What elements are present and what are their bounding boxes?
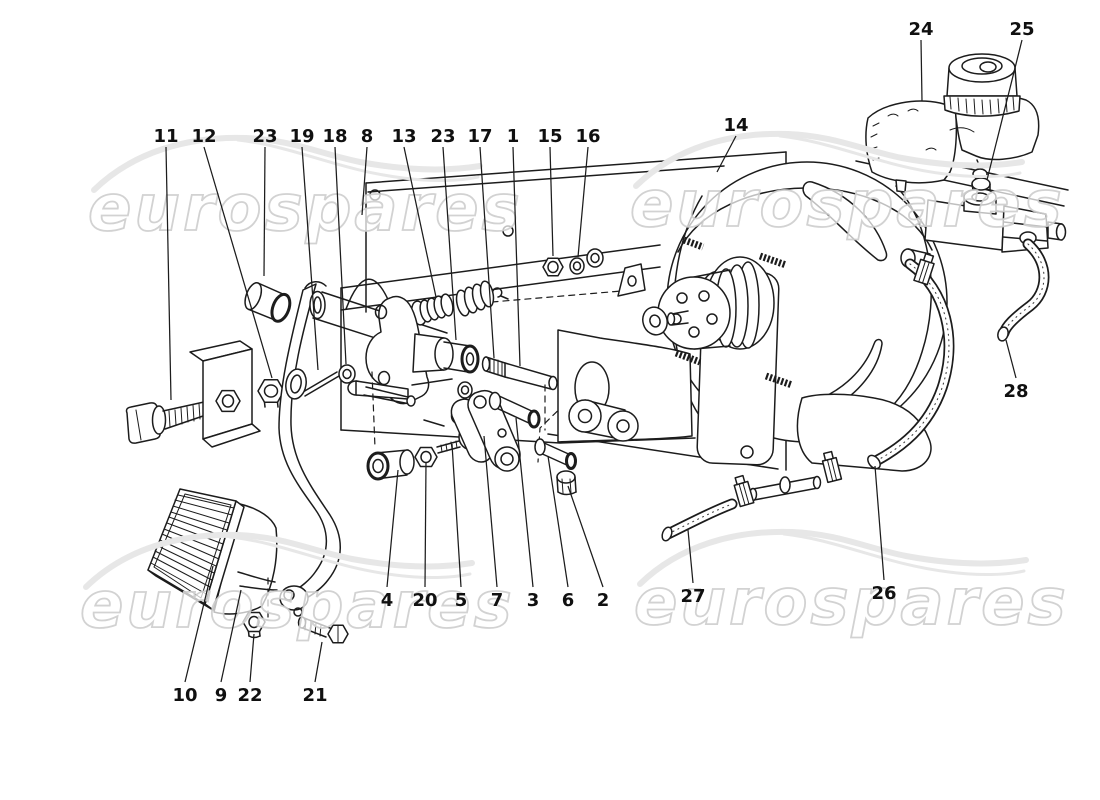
callouts-layer: 11 12 23 19 18 8 13 23 17 1 15 16 14 24 25 28 4 20 5 7 3 6 2 27… bbox=[153, 19, 1034, 706]
watermark-text: eurospares bbox=[630, 168, 1065, 242]
callout-leader-26 bbox=[874, 465, 885, 581]
callout-label-10: 10 bbox=[172, 685, 197, 706]
hose-27-assembly bbox=[661, 475, 822, 542]
callout-label-23: 23 bbox=[430, 126, 455, 147]
return-springs bbox=[403, 280, 509, 326]
booster-studs bbox=[674, 236, 794, 389]
callout-leader-24 bbox=[920, 39, 923, 102]
watermark-text: eurospares bbox=[88, 172, 523, 246]
callout-label-17: 17 bbox=[467, 126, 492, 147]
callout-label-4: 4 bbox=[381, 590, 394, 611]
callout-label-28: 28 bbox=[1003, 381, 1028, 402]
pedal-arm bbox=[278, 281, 341, 617]
linkage bbox=[347, 378, 577, 496]
callout-label-18: 18 bbox=[322, 126, 347, 147]
callout-leader-16 bbox=[577, 146, 589, 258]
callout-leader-22 bbox=[249, 633, 255, 683]
callout-leader-5 bbox=[451, 443, 462, 588]
callout-label-13: 13 bbox=[391, 126, 416, 147]
callout-leader-18 bbox=[334, 146, 347, 365]
callout-label-19: 19 bbox=[289, 126, 314, 147]
callout-label-12: 12 bbox=[191, 126, 216, 147]
callout-label-16: 16 bbox=[575, 126, 600, 147]
hose-clamp bbox=[913, 252, 935, 286]
hose-28 bbox=[997, 231, 1050, 342]
watermark-3: eurospares bbox=[79, 531, 515, 644]
callout-leader-28 bbox=[1005, 339, 1017, 379]
callout-leader-8 bbox=[361, 146, 368, 216]
callout-label-8: 8 bbox=[361, 126, 374, 147]
pushrod bbox=[481, 356, 558, 391]
watermark-text: eurospares bbox=[634, 566, 1069, 640]
callout-leader-1 bbox=[512, 146, 521, 367]
callout-leader-17 bbox=[479, 146, 495, 359]
fluid-reservoir bbox=[865, 53, 1040, 193]
callout-leader-11 bbox=[165, 146, 172, 401]
callout-leader-7 bbox=[483, 435, 498, 588]
callout-leader-25 bbox=[986, 39, 1023, 181]
callout-leader-12 bbox=[203, 146, 273, 379]
callout-leader-15 bbox=[549, 146, 554, 257]
callout-leader-9 bbox=[220, 589, 242, 683]
callout-leader-20 bbox=[424, 461, 427, 588]
callout-leader-27 bbox=[687, 529, 694, 584]
callout-label-14: 14 bbox=[723, 115, 748, 136]
booster-hub bbox=[642, 261, 760, 350]
nut-washer-row bbox=[542, 248, 646, 297]
callout-leader-3 bbox=[515, 417, 534, 588]
hose-26 bbox=[867, 258, 955, 470]
hose-clamp bbox=[821, 450, 843, 484]
watermark-text: eurospares bbox=[80, 569, 515, 643]
callout-label-3: 3 bbox=[527, 590, 540, 611]
callout-label-23: 23 bbox=[252, 126, 277, 147]
callout-label-9: 9 bbox=[215, 685, 228, 706]
callout-leader-2 bbox=[567, 485, 604, 588]
hose-clamp bbox=[733, 474, 755, 508]
watermark-2: eurospares bbox=[629, 130, 1065, 243]
callout-leader-4 bbox=[386, 469, 399, 588]
callout-label-24: 24 bbox=[908, 19, 933, 40]
callout-leader-13 bbox=[403, 146, 437, 298]
callout-label-21: 21 bbox=[302, 685, 327, 706]
callout-label-26: 26 bbox=[871, 583, 896, 604]
washer-and-pin bbox=[302, 364, 356, 397]
callout-label-27: 27 bbox=[680, 586, 705, 607]
callout-label-2: 2 bbox=[597, 590, 610, 611]
shaft-flange-bracket bbox=[365, 295, 480, 405]
diagram-linework bbox=[125, 53, 1069, 644]
callout-label-6: 6 bbox=[562, 590, 575, 611]
callout-label-1: 1 bbox=[507, 126, 520, 147]
callout-label-22: 22 bbox=[237, 685, 262, 706]
lower-link bbox=[568, 399, 639, 442]
bushing-23a bbox=[244, 282, 292, 323]
callout-label-25: 25 bbox=[1009, 19, 1034, 40]
callout-leader-21 bbox=[314, 641, 323, 683]
callout-label-15: 15 bbox=[537, 126, 562, 147]
stop-bolt-and-bracket bbox=[125, 340, 285, 448]
callout-label-11: 11 bbox=[153, 126, 178, 147]
callout-leader-6 bbox=[547, 455, 569, 588]
pad-fasteners bbox=[242, 577, 349, 644]
callout-leader-19 bbox=[301, 146, 319, 371]
callout-leader-23 bbox=[263, 146, 266, 277]
callout-label-20: 20 bbox=[412, 590, 437, 611]
master-cylinder bbox=[900, 188, 1067, 268]
callout-leader-14 bbox=[716, 135, 737, 173]
pedal-base-plate bbox=[213, 503, 278, 615]
callout-label-7: 7 bbox=[491, 590, 504, 611]
callout-leader-23 bbox=[442, 146, 457, 341]
callout-label-5: 5 bbox=[455, 590, 468, 611]
callout-leader-10 bbox=[184, 565, 214, 683]
hidden-line bbox=[371, 371, 376, 449]
watermark-4: eurospares bbox=[633, 528, 1069, 641]
